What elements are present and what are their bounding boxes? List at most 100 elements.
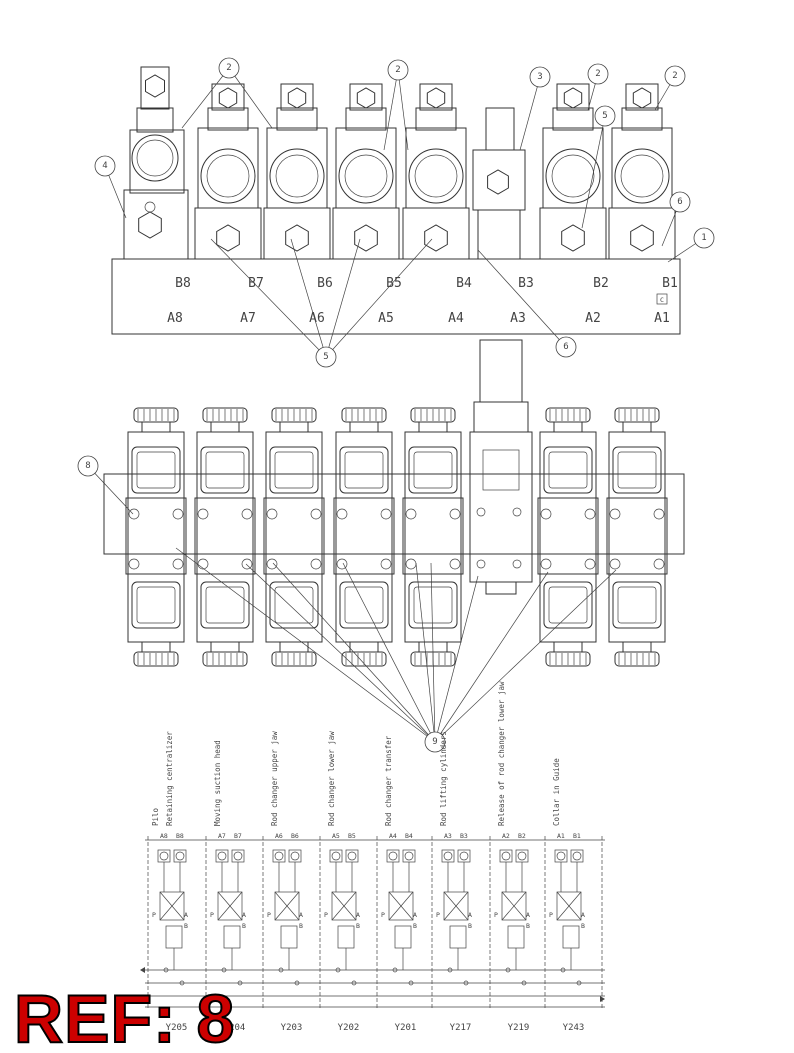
solenoid-ring-inner <box>206 154 250 198</box>
lower-coil-inner <box>344 586 384 624</box>
cap-hex <box>426 87 446 109</box>
coil-cap <box>280 83 314 111</box>
leader-line <box>383 69 399 151</box>
node <box>560 967 566 973</box>
valve-body <box>539 431 597 643</box>
solenoid-ring <box>408 148 464 204</box>
lower-body <box>477 209 521 260</box>
cap-hex <box>218 87 238 109</box>
callout-3-2: 3 <box>519 66 551 151</box>
valve-top-2 <box>194 83 262 260</box>
port-a-check <box>443 851 453 861</box>
reducer <box>337 925 355 949</box>
leader-line <box>325 238 433 358</box>
solenoid-ring <box>131 134 179 182</box>
section-code: Y201 <box>395 1023 417 1033</box>
coil-cap <box>419 83 453 111</box>
valve-top-3 <box>263 83 331 260</box>
leader-line <box>397 69 409 151</box>
center-plate <box>125 497 187 575</box>
callout-bubble <box>594 105 616 127</box>
leader-line <box>175 547 436 743</box>
callout-number: 4 <box>102 161 107 171</box>
port-b-check <box>233 851 243 861</box>
lower-body <box>332 207 400 260</box>
valve-front-1 <box>125 407 187 667</box>
valve-front-5 <box>402 407 464 667</box>
mark-a: A <box>468 911 472 919</box>
knob-neck <box>279 421 309 433</box>
callout-number: 6 <box>563 342 568 352</box>
valve-body <box>265 431 323 643</box>
manifold-mark: C <box>660 296 664 304</box>
valve-top-8 <box>608 83 676 260</box>
bottom-knob <box>614 651 660 667</box>
callout-bubble <box>669 191 691 213</box>
callout-bubble <box>218 57 240 79</box>
valve-front-7 <box>537 407 599 667</box>
callout-number: 6 <box>677 197 682 207</box>
coil-cap <box>556 83 590 111</box>
port-label-b1: B1 <box>662 276 678 291</box>
upper-coil-inner <box>413 451 453 489</box>
cap-hex <box>287 87 307 109</box>
lower-coil <box>339 581 389 629</box>
valve-front-4 <box>333 407 395 667</box>
node <box>278 967 284 973</box>
port-a-check <box>159 851 169 861</box>
center-plate <box>194 497 256 575</box>
front-view <box>103 339 685 667</box>
callout-bubble <box>77 455 99 477</box>
mark-p: P <box>267 911 271 919</box>
port-a-check <box>274 851 284 861</box>
bolt <box>449 558 461 570</box>
dir-cross-2 <box>443 891 469 921</box>
bolt <box>172 508 184 520</box>
lower-coil <box>408 581 458 629</box>
knob-neck <box>210 641 240 653</box>
lower-coil-inner <box>274 586 314 624</box>
solenoid-ring-inner <box>414 154 458 198</box>
callout-number: 1 <box>701 233 706 243</box>
port-b-check <box>459 851 469 861</box>
center-plate <box>333 497 395 575</box>
cap-hex <box>145 74 165 98</box>
node <box>505 967 511 973</box>
node <box>521 980 527 986</box>
bolt <box>197 558 209 570</box>
reducer <box>223 925 241 949</box>
lower-coil-inner <box>413 586 453 624</box>
cap-hex <box>563 87 583 109</box>
lower-coil <box>200 581 250 629</box>
port-b-check <box>290 851 300 861</box>
callout-number: 9 <box>432 737 437 747</box>
valve-body <box>335 127 397 209</box>
section-code: Y203 <box>281 1023 303 1033</box>
port-b-label: B3 <box>460 832 468 840</box>
bolt <box>653 558 665 570</box>
callout-bubble <box>424 731 446 753</box>
port-a-label: A2 <box>502 832 510 840</box>
mark-p: P <box>436 911 440 919</box>
knob-neck <box>349 641 379 653</box>
leader-line <box>210 238 327 358</box>
node <box>463 980 469 986</box>
valve-front-3 <box>263 407 325 667</box>
section-code: Y205 <box>166 1023 188 1033</box>
solenoid-ring <box>614 148 670 204</box>
center-plate <box>606 497 668 575</box>
callout-5-7: 5 <box>581 105 616 229</box>
port-label-b7: B7 <box>248 276 264 291</box>
upper-coil-inner <box>617 451 657 489</box>
coil-neck <box>276 107 318 131</box>
valve-body <box>404 431 462 643</box>
leader-line <box>181 67 230 129</box>
leader-line <box>434 569 617 743</box>
bolt <box>336 508 348 520</box>
plug-hex <box>216 224 240 252</box>
callout-bubble <box>587 63 609 85</box>
callout-2-0: 2 <box>181 57 273 129</box>
